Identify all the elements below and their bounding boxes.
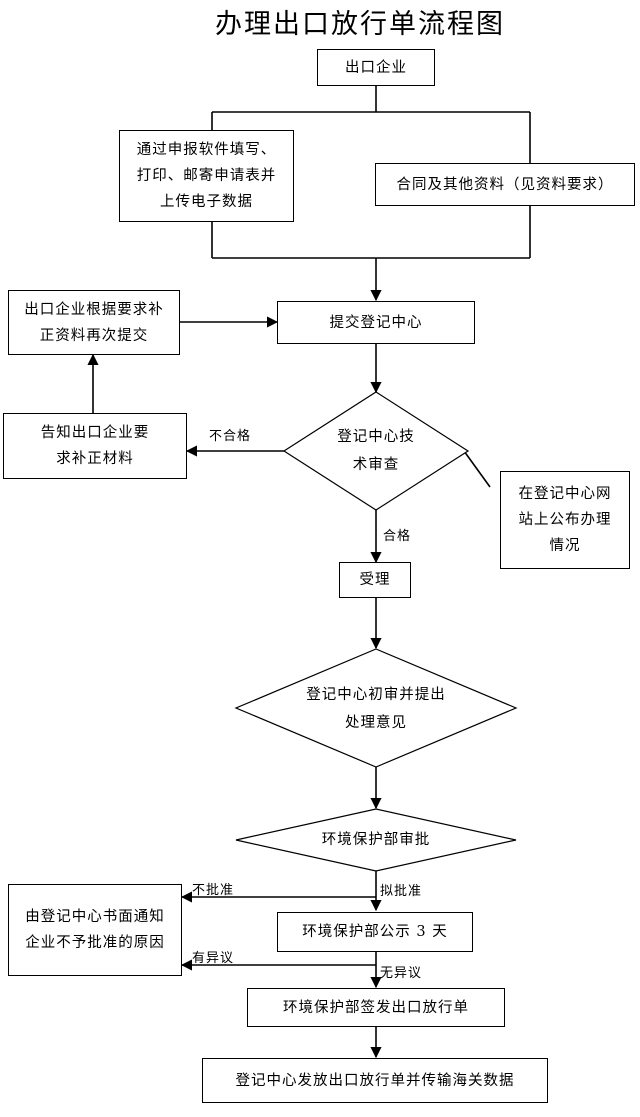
node-issue-transmit: 登记中心发放出口放行单并传输海关数据 bbox=[202, 1058, 548, 1103]
node-submit-center: 提交登记中心 bbox=[277, 301, 475, 344]
node-export-enterprise: 出口企业 bbox=[317, 49, 435, 86]
env-approval-text: 环境保护部审批 bbox=[321, 832, 431, 848]
label-not-approved: 不批准 bbox=[192, 883, 235, 898]
node-publish-online: 在登记中心网站上公布办理情况 bbox=[500, 471, 630, 569]
node-public-notice: 环境保护部公示 3 天 bbox=[277, 912, 473, 952]
label-proposed-approval: 拟批准 bbox=[380, 884, 423, 899]
tech-review-text: 登记中心技术审查 bbox=[337, 429, 415, 473]
node-written-notice: 由登记中心书面通知企业不予批准的原因 bbox=[8, 884, 182, 976]
node-issue-permit: 环境保护部签发出口放行单 bbox=[247, 988, 505, 1027]
label-objection: 有异议 bbox=[192, 951, 235, 966]
page-title: 办理出口放行单流程图 bbox=[215, 9, 505, 40]
node-contract-docs: 合同及其他资料（见资料要求） bbox=[375, 163, 635, 206]
node-notify-supplement: 告知出口企业要求补正材料 bbox=[3, 413, 187, 479]
node-fill-online: 通过申报软件填写、打印、邮寄申请表并上传电子数据 bbox=[119, 130, 294, 222]
node-accept: 受理 bbox=[339, 562, 411, 598]
label-fail: 不合格 bbox=[209, 429, 252, 444]
env-approval-diamond bbox=[235, 808, 517, 872]
node-resubmit: 出口企业根据要求补正资料再次提交 bbox=[8, 290, 180, 355]
preliminary-review-text: 登记中心初审并提出处理意见 bbox=[306, 687, 446, 731]
label-pass: 合格 bbox=[383, 529, 412, 544]
preliminary-review-diamond bbox=[234, 648, 518, 768]
label-no-objection: 无异议 bbox=[380, 966, 423, 981]
tech-review-diamond bbox=[282, 391, 470, 511]
